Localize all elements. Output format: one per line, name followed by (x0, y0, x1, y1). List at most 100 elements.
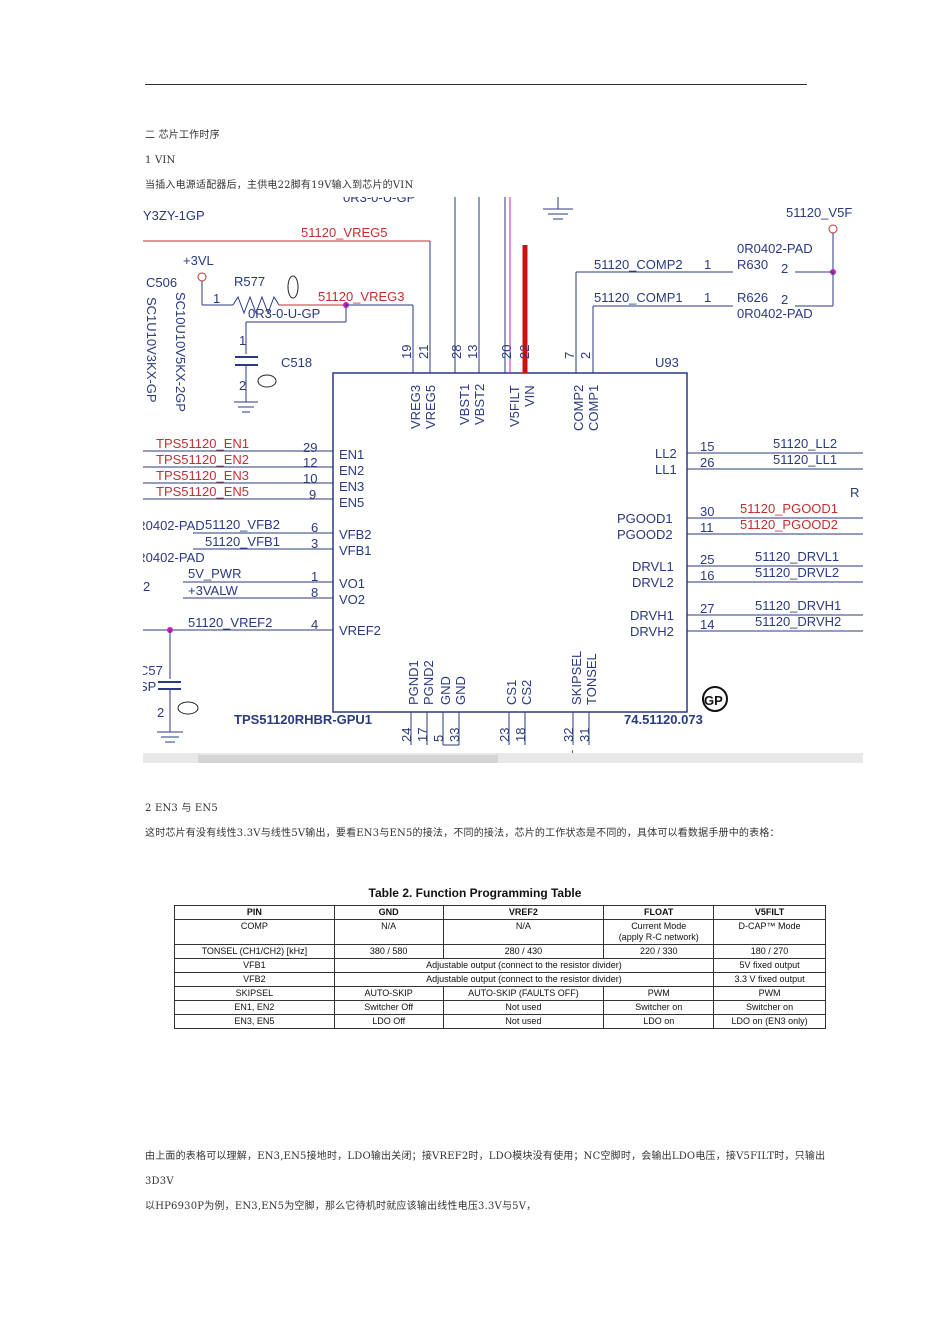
schematic-label: 18 (513, 728, 528, 742)
table-cell-line: Current Mode (631, 921, 687, 931)
schematic-label: 17 (415, 728, 430, 742)
net-vreg3: 51120_VREG3 (318, 289, 405, 304)
schematic-label: PGND1 (406, 660, 421, 705)
step1-title: 1 VIN (145, 155, 176, 166)
table-cell: 180 / 270 (713, 944, 826, 959)
schematic-label: 51120_VFB1 (205, 534, 280, 549)
table-cell: LDO on (603, 1014, 715, 1029)
table-cell: COMP (174, 919, 335, 945)
schematic-label: VFB1 (339, 543, 372, 558)
schematic-label: 51120_LL1 (773, 452, 837, 467)
schematic-label: CS2 (519, 680, 534, 705)
part-number: 74.51120.073 (624, 712, 703, 727)
gp-logo-text: GP (704, 693, 723, 708)
net-vreg5: 51120_VREG5 (301, 225, 388, 240)
schematic-label: 13 (465, 345, 480, 359)
schematic-label: 32 (561, 728, 576, 742)
table-cell: LDO Off (333, 1014, 444, 1029)
schematic-label: 31 (577, 728, 592, 742)
table-cell: 380 / 580 (333, 944, 444, 959)
schematic-label: PGOOD1 (617, 511, 673, 526)
table-cell: Not used (442, 1014, 605, 1029)
table-cell: AUTO-SKIP (FAULTS OFF) (442, 986, 605, 1001)
r626-label: R626 (737, 290, 768, 305)
u93-label: U93 (655, 355, 679, 370)
schematic-label: 33 (447, 728, 462, 742)
schematic-label: 8 (311, 585, 318, 600)
gp-logo-icon (702, 686, 728, 712)
r626-pin1: 1 (704, 290, 711, 305)
schematic-label: EN3 (339, 479, 364, 494)
explanation-paragraph: 由上面的表格可以理解，EN3,EN5接地时，LDO输出关闭；接VREF2时，LD… (145, 1151, 826, 1162)
pin-2-label: 2 (143, 579, 150, 594)
schematic-label: 10 (303, 471, 317, 486)
table-row: EN3, EN5 LDO Off Not used LDO on LDO on … (174, 1014, 826, 1029)
c518-pin2: 2 (239, 378, 246, 393)
table-header-cell: V5FILT (713, 905, 826, 920)
schematic-label: 27 (700, 601, 714, 616)
table-row: VFB1 Adjustable output (connect to the r… (174, 958, 826, 973)
c518-label: C518 (281, 355, 312, 370)
schematic-label: VBST1 (457, 384, 472, 425)
table-title: Table 2. Function Programming Table (368, 886, 582, 900)
schematic-label: VREG5 (423, 385, 438, 429)
schematic-label: VREF2 (339, 623, 381, 638)
c57-label: C57 (143, 663, 163, 678)
schematic-label: GND (438, 676, 453, 705)
schematic-label: DRVL2 (632, 575, 674, 590)
schematic-label: 6 (311, 520, 318, 535)
schematic-label: 14 (700, 617, 714, 632)
schematic-label: 51120_DRVL2 (755, 565, 839, 580)
schematic-label: TPS51120_EN1 (156, 436, 249, 451)
schematic-label: LL1 (655, 462, 677, 477)
schematic-label: TONSEL (584, 653, 599, 705)
schematic-label: DRVH1 (630, 608, 674, 623)
schematic-label: VO2 (339, 592, 365, 607)
schematic-label: 29 (303, 440, 317, 455)
r626-value: 0R0402-PAD (737, 306, 813, 321)
schematic-label: LL2 (655, 446, 677, 461)
schematic-label: V5FILT (507, 385, 522, 427)
schematic-label: 30 (700, 504, 714, 519)
table-cell: Adjustable output (connect to the resist… (333, 958, 715, 973)
schematic-label: 51120_DRVH1 (755, 598, 841, 613)
c57-pin: 2 (157, 705, 164, 720)
table-cell: EN3, EN5 (174, 1014, 335, 1029)
example-paragraph: 以HP6930P为例，EN3,EN5为空脚，那么它待机时就应该输出线性电压3.3… (145, 1201, 537, 1212)
r626-pin2: 2 (781, 292, 788, 307)
header-rule (145, 84, 807, 85)
schematic-label: COMP2 (571, 385, 586, 431)
schematic-label: 4 (311, 617, 318, 632)
r577-value: 0R3-0-U-GP (248, 306, 320, 321)
table-cell: 5V fixed output (713, 958, 826, 973)
schematic-label: 19 (399, 345, 414, 359)
schematic-label: 26 (700, 455, 714, 470)
schematic-label: VFB2 (339, 527, 372, 542)
table-cell: VFB1 (174, 958, 335, 973)
table-cell: Switcher Off (333, 1000, 444, 1015)
schematic-label: GND (453, 676, 468, 705)
schematic-label: SKIPSEL (569, 651, 584, 705)
net-comp1: 51120_COMP1 (594, 290, 683, 305)
c518-pin1: 1 (239, 333, 246, 348)
schematic-label: 16 (700, 568, 714, 583)
table-cell: Current Mode(apply R-C network) (603, 919, 715, 945)
sp-label: SP (143, 679, 156, 694)
schematic-label: +3VALW (188, 583, 238, 598)
schematic-label: DRVL1 (632, 559, 674, 574)
r630-label: R630 (737, 257, 768, 272)
schematic-label: 1 (311, 569, 318, 584)
table-header-cell: VREF2 (442, 905, 605, 920)
pad-label-1: 0R0402-PAD (143, 518, 205, 533)
schematic-label: 51120_LL2 (773, 436, 837, 451)
r577-label: R577 (234, 274, 265, 289)
v5f-label: 51120_V5F (786, 205, 852, 220)
table-cell: EN1, EN2 (174, 1000, 335, 1015)
section-title: 二 芯片工作时序 (145, 130, 220, 141)
net-comp2: 51120_COMP2 (594, 257, 683, 272)
table-cell: Switcher on (603, 1000, 715, 1015)
schematic-label: 11 (700, 520, 714, 535)
schematic-label: VBST2 (472, 384, 487, 425)
schematic-label: VO1 (339, 576, 365, 591)
r-label: R (850, 485, 859, 500)
